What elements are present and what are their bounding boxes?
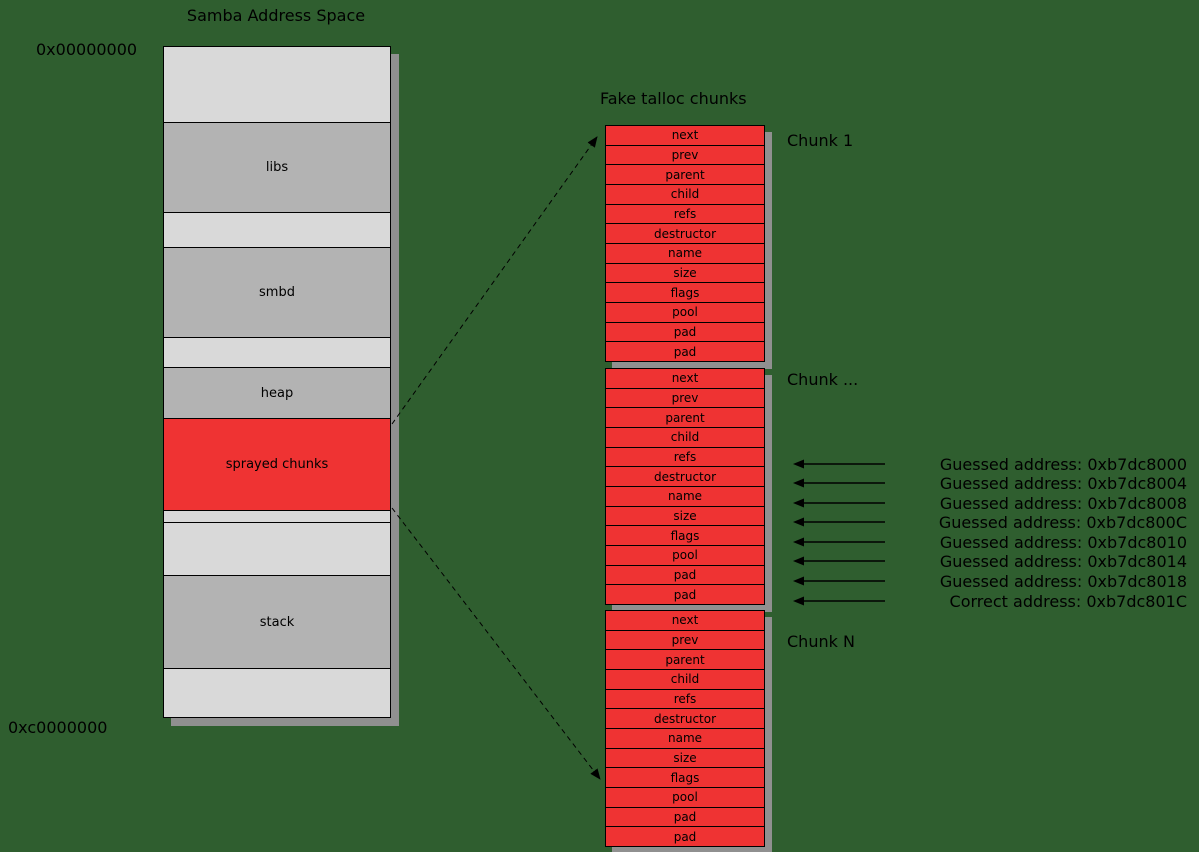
chunk-field-name: name <box>606 244 764 264</box>
chunk-field-pool: pool <box>606 788 764 808</box>
chunk-label-2: Chunk ... <box>787 370 859 389</box>
memory-segment-stack: stack <box>164 576 390 669</box>
memory-segment-libs: libs <box>164 123 390 213</box>
chunk-field-destructor: destructor <box>606 467 764 488</box>
top-address-label: 0x00000000 <box>36 40 138 59</box>
guessed-address-label: Guessed address: 0xb7dc8014 <box>939 551 1187 571</box>
memory-segment-label: heap <box>260 385 294 401</box>
memory-segment-empty <box>164 511 390 523</box>
chunk-field-prev: prev <box>606 631 764 651</box>
memory-segment-label: stack <box>259 614 295 630</box>
chunk-field-pad: pad <box>606 323 764 343</box>
chunk-field-pad: pad <box>673 829 697 844</box>
left-arrow-icon <box>793 517 885 527</box>
memory-map-title: Samba Address Space <box>186 6 366 25</box>
guessed-address-label: Guessed address: 0xb7dc8008 <box>939 493 1187 513</box>
fake-chunks-title: Fake talloc chunks <box>600 89 747 108</box>
address-annotation-row: Guessed address: 0xb7dc8010 <box>793 532 1187 552</box>
left-arrow-icon <box>793 478 885 488</box>
chunk-field-refs: refs <box>606 690 764 710</box>
chunk-field-refs: refs <box>606 205 764 225</box>
left-arrow-icon <box>793 498 885 508</box>
chunk-field-flags: flags <box>606 526 764 547</box>
memory-map: libs smbd heap sprayed chunks stack <box>163 46 391 718</box>
chunk-field-name: name <box>606 487 764 507</box>
address-annotation-row: Guessed address: 0xb7dc8000 <box>793 454 1187 474</box>
chunk-field-child: child <box>606 670 764 690</box>
left-arrow-icon <box>793 556 885 566</box>
chunk-field-prev: prev <box>606 389 764 409</box>
address-annotation-row: Guessed address: 0xb7dc8018 <box>793 571 1187 591</box>
chunk-field-destructor: destructor <box>606 709 764 730</box>
guessed-address-label: Guessed address: 0xb7dc8010 <box>939 532 1187 552</box>
memory-segment-label: libs <box>265 160 289 175</box>
chunk-field-name: name <box>606 729 764 749</box>
guessed-address-label: Guessed address: 0xb7dc8018 <box>939 571 1187 591</box>
chunk-field-child: child <box>606 185 764 205</box>
chunk-field-pad: pad <box>673 587 697 602</box>
chunk-label-3: Chunk N <box>787 632 855 651</box>
guessed-address-label: Guessed address: 0xb7dc8000 <box>939 454 1187 474</box>
chunk-field-prev: prev <box>606 146 764 166</box>
left-arrow-icon <box>793 537 885 547</box>
address-annotation-row: Correct address: 0xb7dc801C <box>793 591 1187 611</box>
chunk-field-size: size <box>606 749 764 769</box>
chunk-field-destructor: destructor <box>606 224 764 245</box>
memory-segment-heap: heap <box>164 368 390 419</box>
memory-segment-empty <box>164 523 390 576</box>
chunk-field-flags: flags <box>606 768 764 789</box>
chunk-field-child: child <box>606 428 764 448</box>
correct-address-label: Correct address: 0xb7dc801C <box>949 591 1187 611</box>
memory-segment-empty <box>164 338 390 368</box>
memory-segment-label: sprayed chunks <box>225 457 329 472</box>
memory-segment-empty <box>164 213 390 248</box>
chunk-field-parent: parent <box>606 650 764 671</box>
guessed-address-label: Guessed address: 0xb7dc8004 <box>939 473 1187 493</box>
chunk-field-next: next <box>606 369 764 389</box>
bottom-address-label: 0xc0000000 <box>8 718 108 737</box>
left-arrow-icon <box>793 596 885 606</box>
chunk-field-pool: pool <box>606 546 764 566</box>
memory-segment-sprayed-chunks: sprayed chunks <box>164 419 390 511</box>
chunk-field-pad: pad <box>673 344 697 359</box>
chunk-field-pool: pool <box>606 303 764 323</box>
chunk-field-parent: parent <box>606 408 764 429</box>
address-annotation-row: Guessed address: 0xb7dc8014 <box>793 551 1187 571</box>
chunk-field-pad: pad <box>606 808 764 828</box>
chunk-field-next: next <box>606 126 764 146</box>
guessed-address-label: Guessed address: 0xb7dc800C <box>938 512 1187 532</box>
memory-segment-empty <box>164 47 390 123</box>
chunk-field-parent: parent <box>606 165 764 186</box>
memory-segment-label: smbd <box>259 285 295 300</box>
chunk-label-1: Chunk 1 <box>787 131 854 150</box>
chunk-field-size: size <box>606 264 764 284</box>
memory-segment-smbd: smbd <box>164 248 390 338</box>
spray-to-chunk1-arrow <box>391 136 598 425</box>
address-annotation-row: Guessed address: 0xb7dc8004 <box>793 473 1187 493</box>
chunk-field-size: size <box>606 507 764 527</box>
chunk-field-next: next <box>606 611 764 631</box>
chunk-field-flags: flags <box>606 283 764 304</box>
address-annotation-row: Guessed address: 0xb7dc800C <box>793 512 1187 532</box>
chunk-field-refs: refs <box>606 448 764 468</box>
address-annotation-row: Guessed address: 0xb7dc8008 <box>793 493 1187 513</box>
left-arrow-icon <box>793 459 885 469</box>
left-arrow-icon <box>793 576 885 586</box>
chunk-field-pad: pad <box>606 566 764 586</box>
spray-to-chunkN-arrow <box>391 507 601 780</box>
memory-segment-empty <box>164 669 390 717</box>
